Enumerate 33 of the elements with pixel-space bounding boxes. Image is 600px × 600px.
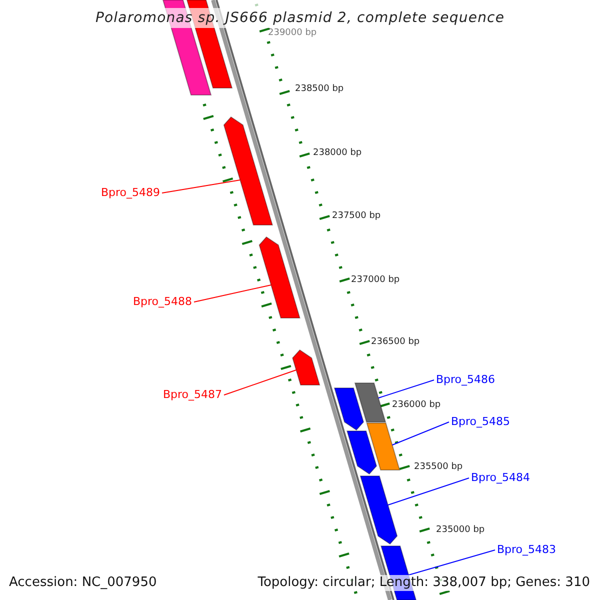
leader-line	[387, 478, 470, 506]
gene-feature	[354, 382, 386, 422]
tick-label: 235000 bp	[436, 525, 485, 536]
tick-label: 237000 bp	[351, 275, 400, 286]
leader-line	[378, 380, 434, 398]
tick-label: 235500 bp	[414, 462, 463, 473]
leader-line	[408, 550, 496, 576]
tick-label: 237500 bp	[332, 211, 381, 222]
gene-label: Bpro_5489	[100, 186, 160, 199]
accession-label: Accession: NC_007950	[9, 575, 157, 591]
gene-feature	[360, 476, 398, 545]
gene-feature	[334, 388, 364, 431]
gene-feature	[292, 349, 320, 386]
gene-label: Bpro_5484	[471, 471, 530, 484]
tick-label: 238000 bp	[313, 148, 362, 159]
tick-label: 236500 bp	[371, 337, 420, 348]
tick-label: 238500 bp	[295, 84, 344, 95]
gene-label: Bpro_5486	[436, 373, 496, 386]
leader-line	[224, 370, 297, 396]
leader-line	[392, 422, 450, 446]
gene-label: Bpro_5487	[162, 388, 222, 401]
leader-line	[194, 284, 272, 302]
gene-feature	[346, 430, 378, 475]
gene-feature	[366, 422, 400, 470]
gene-label: Bpro_5483	[497, 543, 556, 556]
tick-label: 239000 bp	[268, 28, 317, 39]
gene-feature	[223, 116, 274, 226]
sequence-summary: Topology: circular; Length: 338,007 bp; Genes: 310	[258, 575, 590, 591]
leader-line	[162, 180, 241, 194]
gene-feature	[258, 236, 300, 318]
tick-label: 236000 bp	[392, 400, 441, 411]
gene-label: Bpro_5488	[132, 295, 192, 308]
gene-label: Bpro_5485	[451, 415, 510, 428]
